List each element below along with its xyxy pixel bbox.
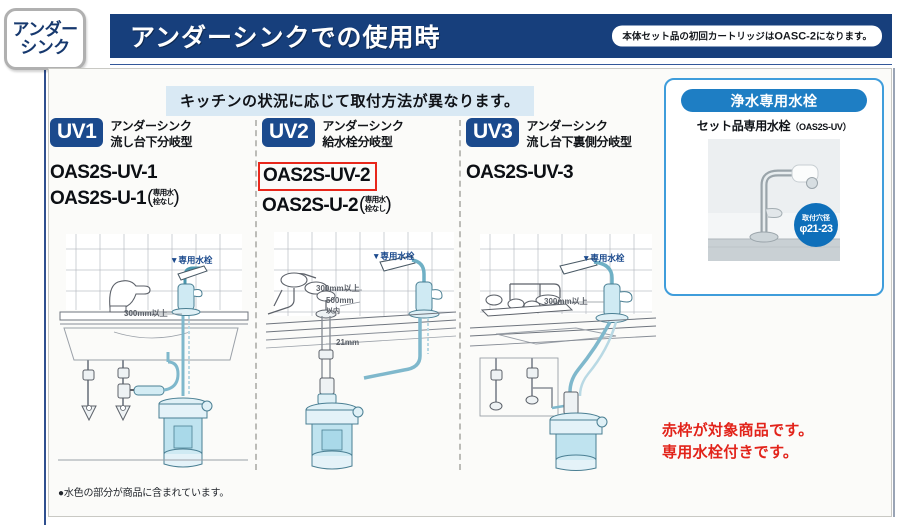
uv3-model-primary: OAS2S-UV-3 [466,162,671,184]
uv3-faucet-callout: ▼専用水栓 [582,253,625,263]
column-uv1: UV1 アンダーシンク 流し台下分岐型 OAS2S-UV-1 OAS2S-U-1… [50,118,255,210]
column-uv3-head: UV3 アンダーシンク 流し台下裏側分岐型 [466,118,671,158]
uv2-model-secondary-text: OAS2S-U-2 [262,195,359,216]
section-tab-line1: アンダー [12,20,78,40]
section-tab-undersink[interactable]: アンダー シンク [4,8,86,70]
column-divider-2 [459,120,461,470]
uv1-kind-line1: アンダーシンク [110,119,192,133]
hole-badge-line1: 取付穴径 [802,215,830,223]
uv1-badge: UV1 [50,118,104,148]
uv2-dim-500mm-within: 以内 [326,308,340,315]
uv1-model-primary: OAS2S-UV-1 [50,162,255,184]
target-product-note-line2: 専用水栓付きです。 [662,443,799,461]
uv1-paren-close: ) [173,187,180,208]
uv3-kind-line2: 流し台下裏側分岐型 [526,134,632,149]
uv2-dim-500mm: 500mm [326,296,354,305]
uv2-badge: UV2 [262,118,316,148]
section-tab-line2: シンク [20,38,70,57]
uv1-paren-line2: 栓なし [152,196,174,206]
header-underline [110,64,892,65]
column-uv1-head: UV1 アンダーシンク 流し台下分岐型 [50,118,255,158]
uv1-model-note: ( 専用水 栓なし ) [146,187,180,208]
column-uv2-head: UV2 アンダーシンク 給水栓分岐型 [262,118,467,158]
target-product-note-line1: 赤枠が対象商品です。 [662,422,814,439]
uv3-kind-line1: アンダーシンク [526,119,608,133]
faucet-photo: 取付穴径 φ21-23 [708,139,840,261]
right-border-rule [893,68,895,517]
uv3-badge: UV3 [466,118,520,148]
tab-connector-line [44,70,46,525]
uv2-paren-line1: 専用水 [364,195,386,205]
diagram-uv1-svg [58,234,249,468]
panel-subheading: セット品専用水栓（OAS2S-UV） [666,117,882,134]
uv1-faucet-callout: ▼専用水栓 [170,255,213,265]
uv2-model-primary-text: OAS2S-UV-2 [263,165,371,186]
panel-heading: 浄水専用水栓 [681,89,867,112]
uv1-kind-line2: 流し台下分岐型 [110,134,193,149]
target-product-note: 赤枠が対象商品です。 専用水栓付きです。 [662,420,814,464]
uv2-paren-close: ) [385,194,392,215]
uv2-paren-open: ( [358,194,365,215]
diagram-uv3: ▼専用水栓 300mm以上 [466,228,662,473]
panel-subheading-text: セット品専用水栓 [696,119,791,133]
footnote: ●水色の部分が商品に含まれています。 [58,488,230,499]
uv1-kind: アンダーシンク 流し台下分岐型 [110,118,192,151]
uv1-model-secondary: OAS2S-U-1 ( 専用水 栓なし ) [50,188,255,210]
uv2-dim-21mm: 21mm [336,338,360,347]
column-divider-1 [255,120,257,470]
uv2-kind-line1: アンダーシンク [322,119,404,133]
diagram-uv2-svg [265,232,457,470]
column-uv3: UV3 アンダーシンク 流し台下裏側分岐型 OAS2S-UV-3 [466,118,671,184]
uv1-model-primary-text: OAS2S-UV-1 [50,162,158,183]
uv1-paren-open: ( [146,187,153,208]
header-note-prefix: 本体セット品の初回カートリッジは [622,31,775,43]
column-uv2: UV2 アンダーシンク 給水栓分岐型 OAS2S-UV-2 OAS2S-U-2 … [258,118,467,217]
header-bar: アンダーシンクでの使用時 本体セット品の初回カートリッジはOASC-2になります… [110,14,892,58]
uv2-paren-line2: 栓なし [364,203,386,213]
header-note-suffix: になります。 [815,31,872,43]
mounting-hole-badge: 取付穴径 φ21-23 [794,203,838,247]
header-cartridge-note: 本体セット品の初回カートリッジはOASC-2になります。 [612,25,882,47]
uv1-model-secondary-text: OAS2S-U-1 [50,188,147,209]
header-note-code: OASC-2 [774,30,816,43]
uv2-kind: アンダーシンク 給水栓分岐型 [322,118,403,151]
uv3-dim-300mm: 300mm以上 [544,297,588,306]
page-title: アンダーシンクでの使用時 [130,24,441,52]
uv2-dim-300mm: 300mm以上 [316,284,360,293]
uv2-kind-line2: 給水栓分岐型 [322,134,393,149]
diagram-uv2: ▼専用水栓 300mm以上 500mm 以内 21mm [264,228,458,473]
subtitle-banner: キッチンの状況に応じて取付方法が異なります。 [166,86,534,116]
panel-subheading-code: （OAS2S-UV） [790,122,852,132]
uv3-model-primary-text: OAS2S-UV-3 [466,162,574,183]
uv1-paren-line1: 専用水 [152,188,174,198]
diagram-uv1: ▼専用水栓 300mm以上 [52,228,252,473]
dedicated-faucet-panel: 浄水専用水栓 セット品専用水栓（OAS2S-UV） [664,78,884,296]
uv2-model-note: ( 専用水 栓なし ) [358,194,392,215]
uv2-model-primary-highlight: OAS2S-UV-2 [258,162,377,191]
uv2-faucet-callout: ▼専用水栓 [372,251,415,261]
hole-badge-line2: φ21-23 [799,222,833,235]
uv3-kind: アンダーシンク 流し台下裏側分岐型 [526,118,632,151]
uv2-model-secondary: OAS2S-U-2 ( 専用水 栓なし ) [262,195,467,217]
uv1-dim-300mm: 300mm以上 [124,309,168,318]
diagram-uv3-svg [469,234,657,471]
